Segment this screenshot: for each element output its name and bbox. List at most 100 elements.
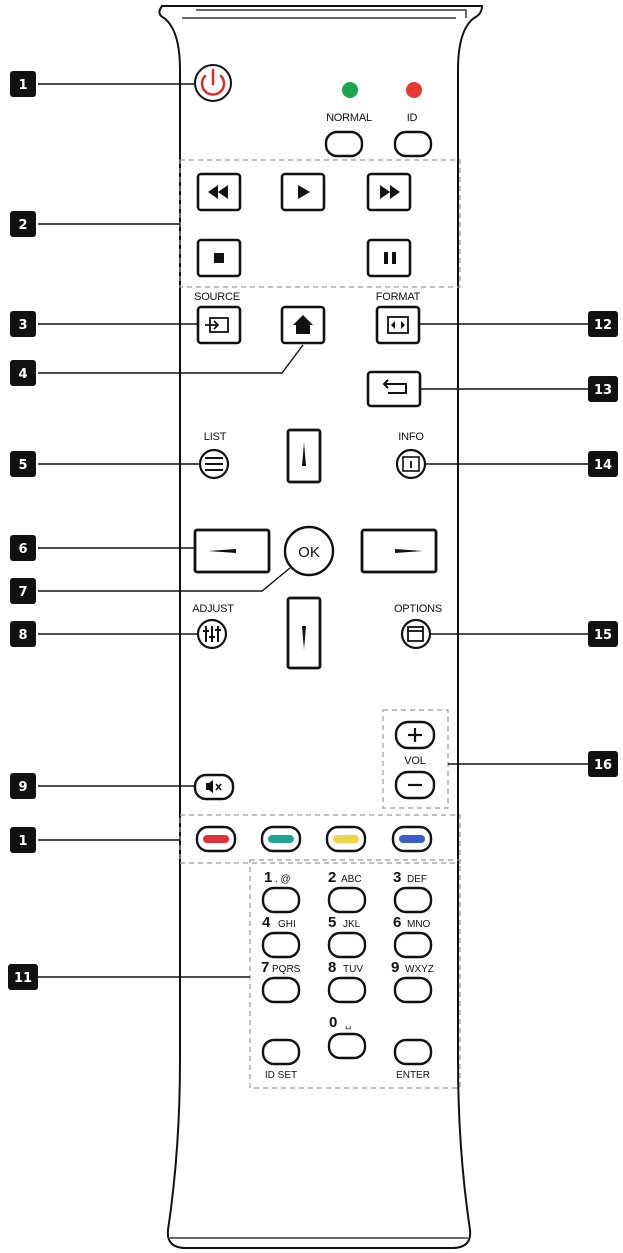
key-8-digit: 8	[328, 959, 336, 976]
fast-forward-button[interactable]	[366, 172, 412, 212]
key-1-digit: 1	[264, 869, 272, 886]
key-4-button[interactable]	[261, 931, 301, 959]
blue-key[interactable]	[391, 825, 433, 853]
svg-text:12: 12	[594, 318, 612, 333]
callout-1: 1	[10, 71, 36, 97]
adjust-button[interactable]	[196, 618, 228, 650]
format-button[interactable]	[375, 305, 421, 345]
svg-text:15: 15	[594, 628, 612, 643]
yellow-key[interactable]	[325, 825, 367, 853]
callout-7: 7	[10, 578, 36, 604]
key-6-letters: MNO	[407, 919, 431, 930]
source-button[interactable]	[196, 305, 242, 345]
info-icon	[402, 456, 420, 472]
key-3-button[interactable]	[393, 886, 433, 914]
id-set-button[interactable]	[261, 1038, 301, 1066]
pause-button[interactable]	[366, 238, 412, 278]
remote-body-inner	[170, 9, 468, 1239]
key-6-digit: 6	[393, 914, 401, 931]
vol-label: VOL	[404, 755, 425, 767]
volume-down-button[interactable]	[394, 770, 436, 800]
volume-up-button[interactable]	[394, 720, 436, 750]
callout-5: 5	[10, 451, 36, 477]
callout-lines	[38, 83, 588, 978]
led-green	[342, 82, 358, 98]
svg-text:6: 6	[18, 542, 27, 557]
callout-12: 12	[588, 311, 618, 337]
key-6-button[interactable]	[393, 931, 433, 959]
format-icon	[387, 316, 409, 334]
svg-text:9: 9	[18, 780, 27, 795]
up-button[interactable]	[286, 428, 322, 484]
ok-label: OK	[298, 544, 320, 561]
led-red	[406, 82, 422, 98]
key-0-button[interactable]	[327, 1032, 367, 1060]
id-button[interactable]	[393, 130, 433, 158]
left-arrow-icon	[208, 549, 236, 553]
key-1-button[interactable]	[261, 886, 301, 914]
key-3-digit: 3	[393, 869, 401, 886]
home-button[interactable]	[280, 305, 326, 345]
id-set-label: ID SET	[265, 1070, 297, 1081]
list-button[interactable]	[198, 448, 230, 480]
red-key[interactable]	[195, 825, 237, 853]
options-icon	[407, 626, 424, 642]
svg-text:16: 16	[594, 758, 612, 773]
format-label: FORMAT	[376, 291, 421, 303]
normal-label: NORMAL	[326, 112, 372, 124]
normal-button[interactable]	[324, 130, 364, 158]
back-button[interactable]	[366, 370, 422, 408]
right-button[interactable]	[360, 528, 438, 574]
right-arrow-icon	[395, 549, 423, 553]
svg-text:2: 2	[18, 218, 27, 233]
key-8-letters: TUV	[343, 964, 363, 975]
svg-text:5: 5	[18, 458, 27, 473]
key-7-button[interactable]	[261, 976, 301, 1004]
power-button[interactable]	[194, 64, 232, 102]
left-button[interactable]	[193, 528, 271, 574]
svg-text:14: 14	[594, 458, 612, 473]
options-label: OPTIONS	[394, 603, 442, 615]
down-button[interactable]	[286, 596, 322, 670]
stop-icon	[214, 253, 224, 263]
stop-button[interactable]	[196, 238, 242, 278]
key-9-button[interactable]	[393, 976, 433, 1004]
callout-14: 14	[588, 451, 618, 477]
options-button[interactable]	[400, 618, 432, 650]
rewind-button[interactable]	[196, 172, 242, 212]
plus-icon	[408, 728, 422, 742]
key-1-letters: . @	[275, 874, 291, 885]
remote-body	[158, 5, 484, 1249]
key-8-button[interactable]	[327, 976, 367, 1004]
callout-4: 4	[10, 360, 36, 386]
svg-text:1: 1	[18, 834, 27, 849]
rewind-icon	[208, 185, 228, 199]
key-9-digit: 9	[391, 959, 399, 976]
key-4-digit: 4	[262, 914, 271, 931]
play-button[interactable]	[280, 172, 326, 212]
fast-forward-icon	[380, 185, 400, 199]
key-2-digit: 2	[328, 869, 336, 886]
callout-6: 6	[10, 535, 36, 561]
callout-2: 2	[10, 211, 36, 237]
green-key[interactable]	[260, 825, 302, 853]
ok-button[interactable]: OK	[283, 525, 335, 577]
enter-label: ENTER	[396, 1070, 430, 1081]
list-label: LIST	[204, 431, 227, 443]
play-icon	[298, 185, 310, 199]
key-5-letters: JKL	[343, 919, 361, 930]
key-5-digit: 5	[328, 914, 336, 931]
key-2-button[interactable]	[327, 886, 367, 914]
mute-icon	[206, 780, 222, 793]
callout-10: 1	[10, 827, 36, 853]
mute-button[interactable]	[193, 773, 235, 801]
key-7-letters: PQRS	[272, 964, 301, 975]
callout-15: 15	[588, 621, 618, 647]
svg-text:3: 3	[18, 318, 27, 333]
adjust-icon	[203, 626, 221, 642]
info-label: INFO	[398, 431, 424, 443]
key-5-button[interactable]	[327, 931, 367, 959]
info-button[interactable]	[395, 448, 427, 480]
key-9-letters: WXYZ	[405, 964, 434, 975]
enter-button[interactable]	[393, 1038, 433, 1066]
